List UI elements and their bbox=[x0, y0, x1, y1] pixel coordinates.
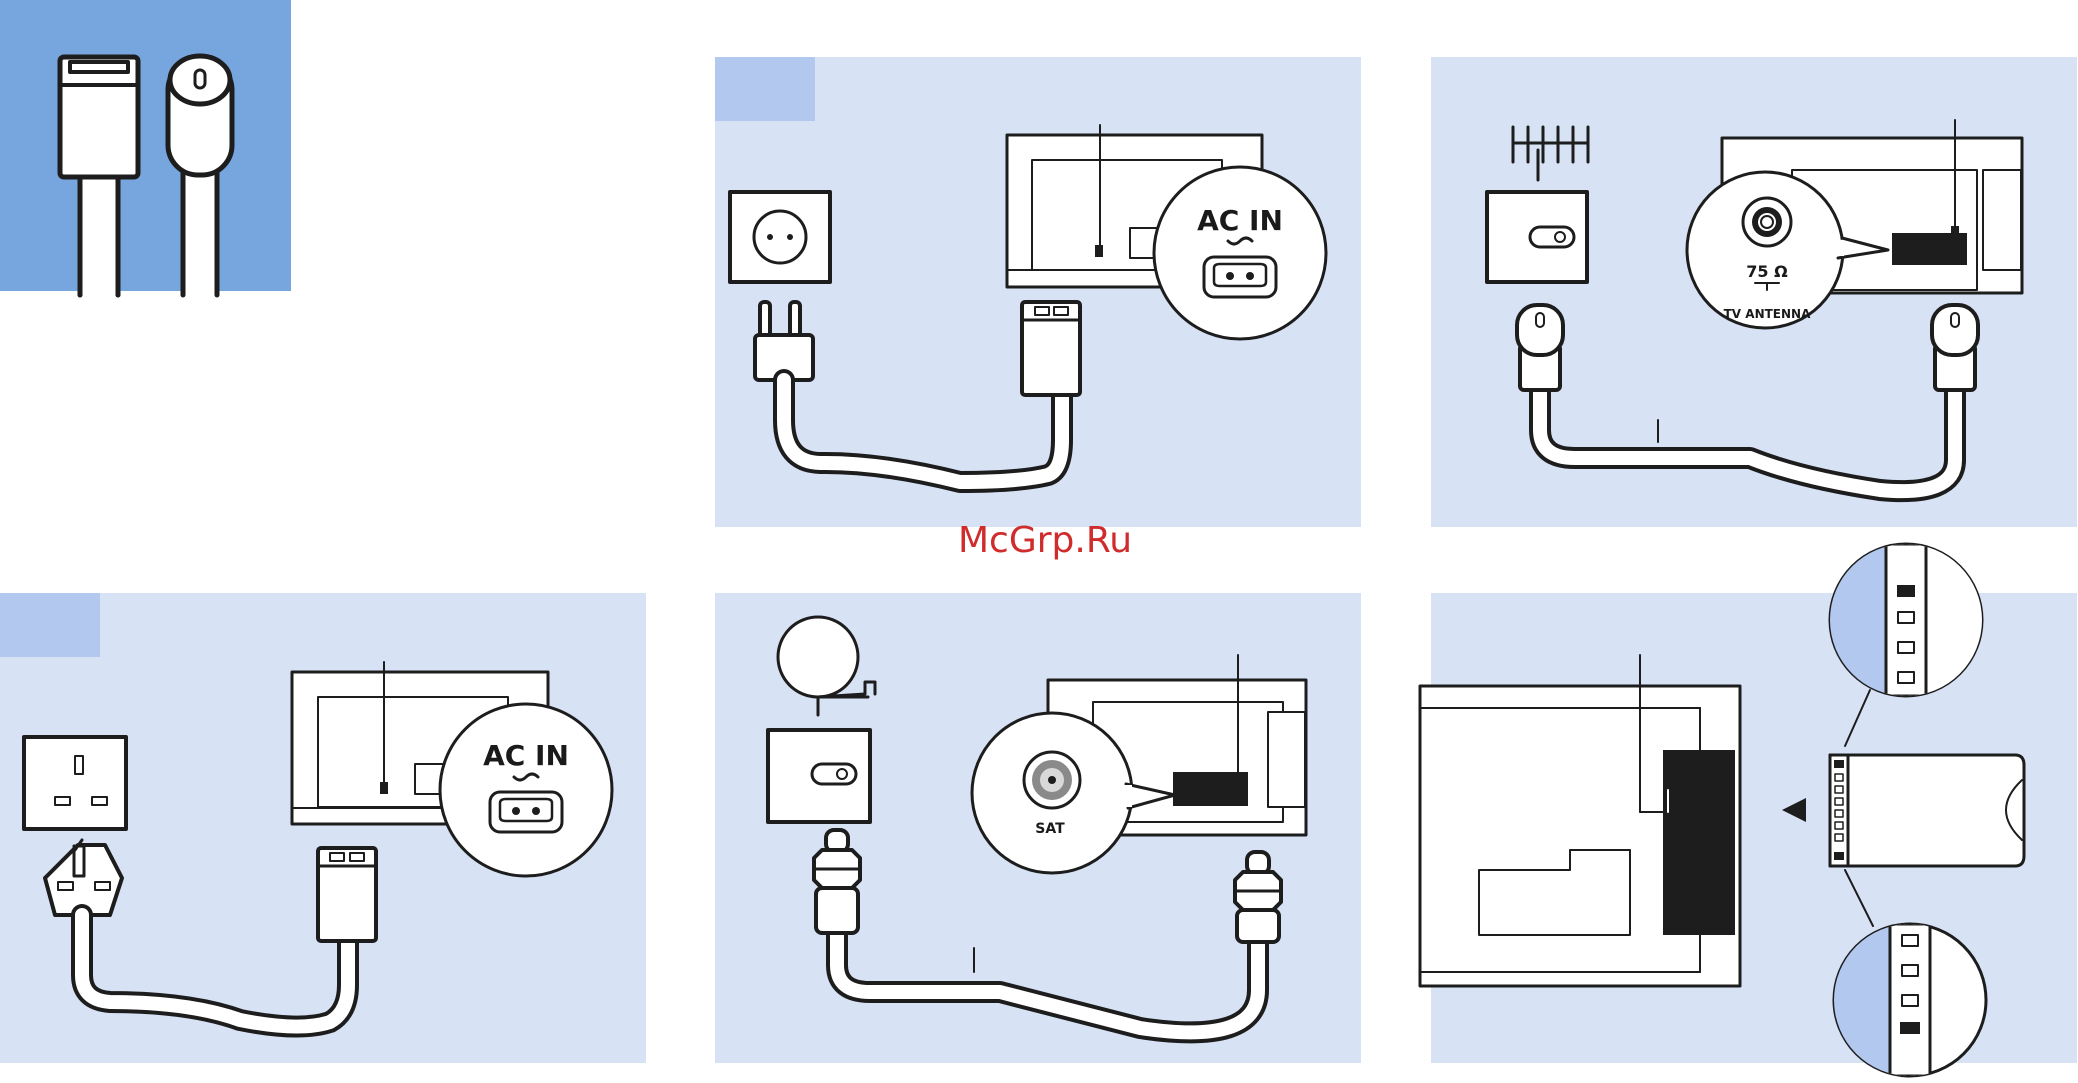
panel-power-eu: AC IN bbox=[715, 57, 1361, 527]
panel-ci-card bbox=[1420, 544, 2077, 1076]
ci-zoom-top bbox=[1830, 544, 1984, 696]
sat-label: SAT bbox=[1035, 821, 1065, 837]
wall-socket-uk-icon bbox=[24, 737, 126, 829]
panel-satellite: SAT bbox=[715, 593, 1361, 1063]
ac-in-label-2: AC IN bbox=[483, 739, 569, 772]
panel-power-uk: AC IN bbox=[0, 593, 646, 1063]
ci-card-icon bbox=[1830, 755, 2024, 866]
wall-socket-eu-icon bbox=[730, 192, 830, 282]
ohm-label: 75 Ω bbox=[1746, 262, 1788, 281]
tv-antenna-label: TV ANTENNA bbox=[1724, 307, 1811, 321]
ci-zoom-bottom bbox=[1834, 924, 1986, 1076]
cable-connectors-icon bbox=[0, 0, 291, 295]
ac-in-label-1: AC IN bbox=[1197, 204, 1283, 237]
panel-antenna: 75 Ω TV ANTENNA bbox=[1431, 57, 2077, 527]
watermark-text: McGrp.Ru bbox=[958, 520, 1132, 561]
